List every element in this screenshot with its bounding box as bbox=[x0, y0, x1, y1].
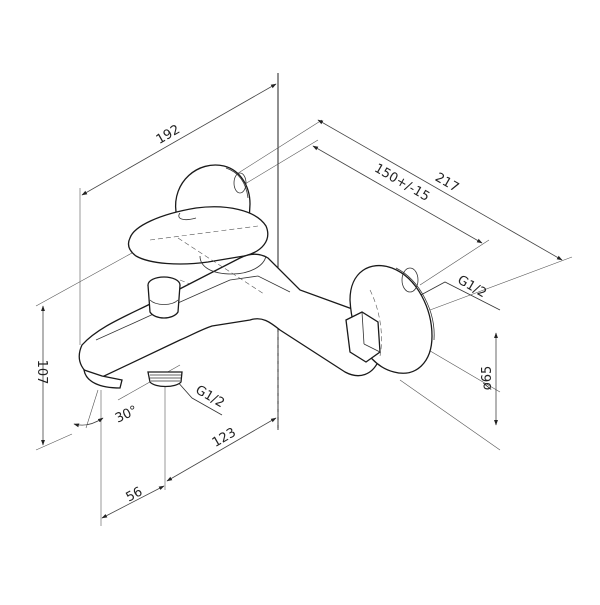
outlet-thread bbox=[147, 371, 183, 388]
hex-nut bbox=[345, 311, 381, 363]
dimension-label-123: 123 bbox=[210, 425, 239, 450]
dimension-label-56: 56 bbox=[124, 484, 146, 505]
thread-callout-inlet: G1/2 bbox=[418, 273, 501, 311]
lever-handle bbox=[127, 206, 269, 295]
thread-label-inlet: G1/2 bbox=[455, 273, 489, 301]
dimension-spout-56: 56 bbox=[100, 390, 165, 526]
thread-label-outlet: G1/2 bbox=[193, 383, 227, 411]
dimension-rosette-diameter: ø65 bbox=[399, 332, 501, 451]
dimension-label-217: 217 bbox=[432, 170, 461, 195]
diverter-knob bbox=[147, 276, 181, 319]
dimension-inlet-centers: 150+/-15 bbox=[239, 139, 490, 286]
thread-callout-outlet: G1/2 bbox=[175, 379, 227, 416]
dimension-label-d65: ø65 bbox=[480, 366, 495, 391]
mixer-body bbox=[78, 164, 435, 430]
dimension-label-192: 192 bbox=[154, 122, 183, 147]
dimension-label-107: 107 bbox=[34, 360, 49, 385]
dimension-label-30deg: 30° bbox=[113, 403, 140, 426]
